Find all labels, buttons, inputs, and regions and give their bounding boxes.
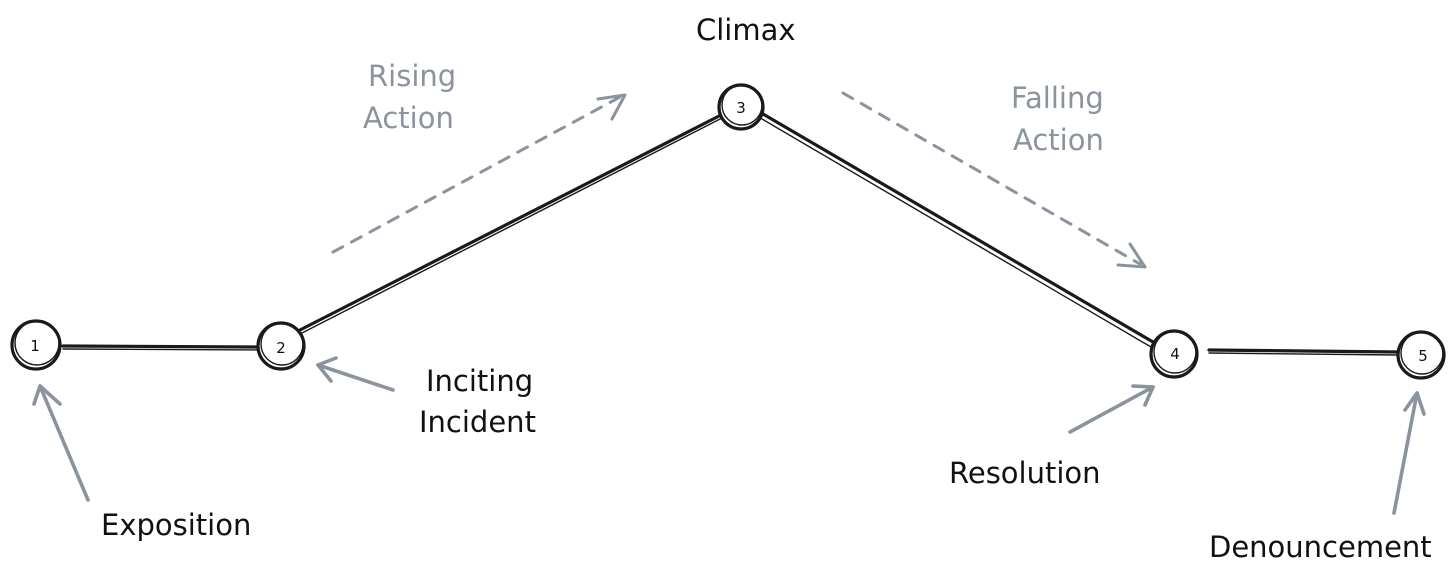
rising-action-dashed-line	[331, 95, 622, 254]
inciting-incident-label-line-2: Incident	[419, 405, 536, 439]
falling-action-label-line-1: Falling	[1011, 81, 1104, 115]
node-4-circle-sketch	[1153, 330, 1197, 374]
node-1-circle-sketch	[14, 320, 60, 366]
node-5: 5	[1396, 330, 1446, 380]
falling-action-label-line-2: Action	[1013, 123, 1104, 157]
exposition-arrow-shaft	[38, 384, 90, 502]
rising-action-arrow	[331, 93, 627, 254]
resolution-label: Resolution	[949, 456, 1101, 490]
node-2-circle-sketch	[260, 322, 304, 366]
node-4-number: 4	[1170, 345, 1180, 363]
node-5-number: 5	[1418, 347, 1428, 365]
denouncement-pointer-arrow	[1392, 391, 1426, 515]
node-3-number: 3	[736, 99, 746, 117]
edge-1-2-stroke	[62, 348, 259, 351]
rising-action-arrowhead	[596, 93, 627, 121]
exposition-label: Exposition	[101, 508, 251, 542]
falling-action-dashed-line	[841, 91, 1142, 266]
node-4: 4	[1149, 329, 1199, 379]
rising-action-label-line-1: Rising	[368, 59, 456, 93]
denouncement-label: Denouncement	[1209, 530, 1432, 564]
denouncement-arrow-shaft	[1392, 391, 1419, 515]
inciting-incident-label: Inciting Incident	[419, 364, 536, 439]
inciting-incident-arrowhead	[316, 356, 338, 383]
falling-action-arrow	[841, 91, 1147, 269]
inciting-incident-label-line-1: Inciting	[426, 364, 533, 398]
falling-action-arrowhead	[1116, 242, 1147, 269]
edge-1-2	[61, 344, 260, 349]
resolution-arrowhead	[1131, 384, 1155, 407]
edge-3-4	[761, 112, 1155, 344]
node-3-circle-sketch	[721, 84, 763, 126]
climax-label: Climax	[696, 13, 796, 47]
story-path	[61, 112, 1400, 356]
node-1: 1	[10, 319, 62, 371]
node-2: 2	[256, 321, 306, 371]
edge-3-4-stroke	[761, 118, 1152, 348]
exposition-pointer-arrow	[32, 384, 90, 502]
node-1-number: 1	[30, 337, 40, 355]
resolution-arrow-shaft	[1068, 385, 1155, 434]
inciting-incident-arrow-shaft	[316, 363, 395, 392]
node-2-number: 2	[276, 339, 286, 357]
denouncement-arrowhead	[1403, 391, 1426, 416]
exposition-arrowhead	[32, 384, 62, 406]
falling-action-label: Falling Action	[1011, 81, 1104, 157]
edge-4-5-stroke	[1208, 352, 1399, 356]
rising-action-label-line-2: Action	[363, 101, 454, 135]
node-3: 3	[717, 83, 765, 131]
node-5-circle-sketch	[1400, 331, 1444, 375]
edge-4-5	[1207, 348, 1400, 354]
edge-2-3-stroke	[301, 116, 725, 334]
resolution-pointer-arrow	[1068, 384, 1155, 434]
rising-action-label: Rising Action	[363, 59, 456, 135]
inciting-incident-pointer-arrow	[316, 356, 395, 392]
edge-2-3	[298, 112, 725, 332]
